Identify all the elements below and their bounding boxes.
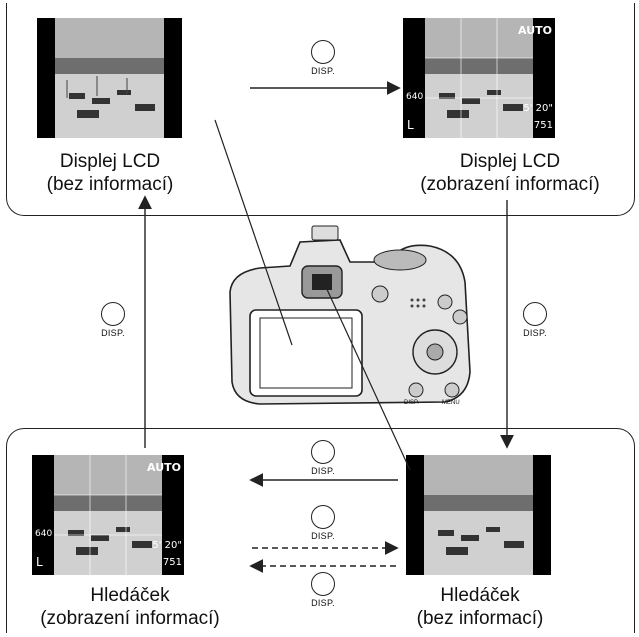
disp-button-icon: [311, 505, 335, 529]
disp-label-bottom-3: DISP.: [303, 598, 343, 608]
disp-button-icon: [311, 40, 335, 64]
disp-button-icon: [523, 302, 547, 326]
disp-button-icon: [311, 440, 335, 464]
disp-label-bottom-1: DISP.: [303, 466, 343, 476]
disp-label-bottom-2: DISP.: [303, 531, 343, 541]
disp-button-icon: [101, 302, 125, 326]
disp-label-left: DISP.: [93, 328, 133, 338]
disp-label-top: DISP.: [303, 66, 343, 76]
disp-button-icon: [311, 572, 335, 596]
disp-label-right: DISP.: [515, 328, 555, 338]
